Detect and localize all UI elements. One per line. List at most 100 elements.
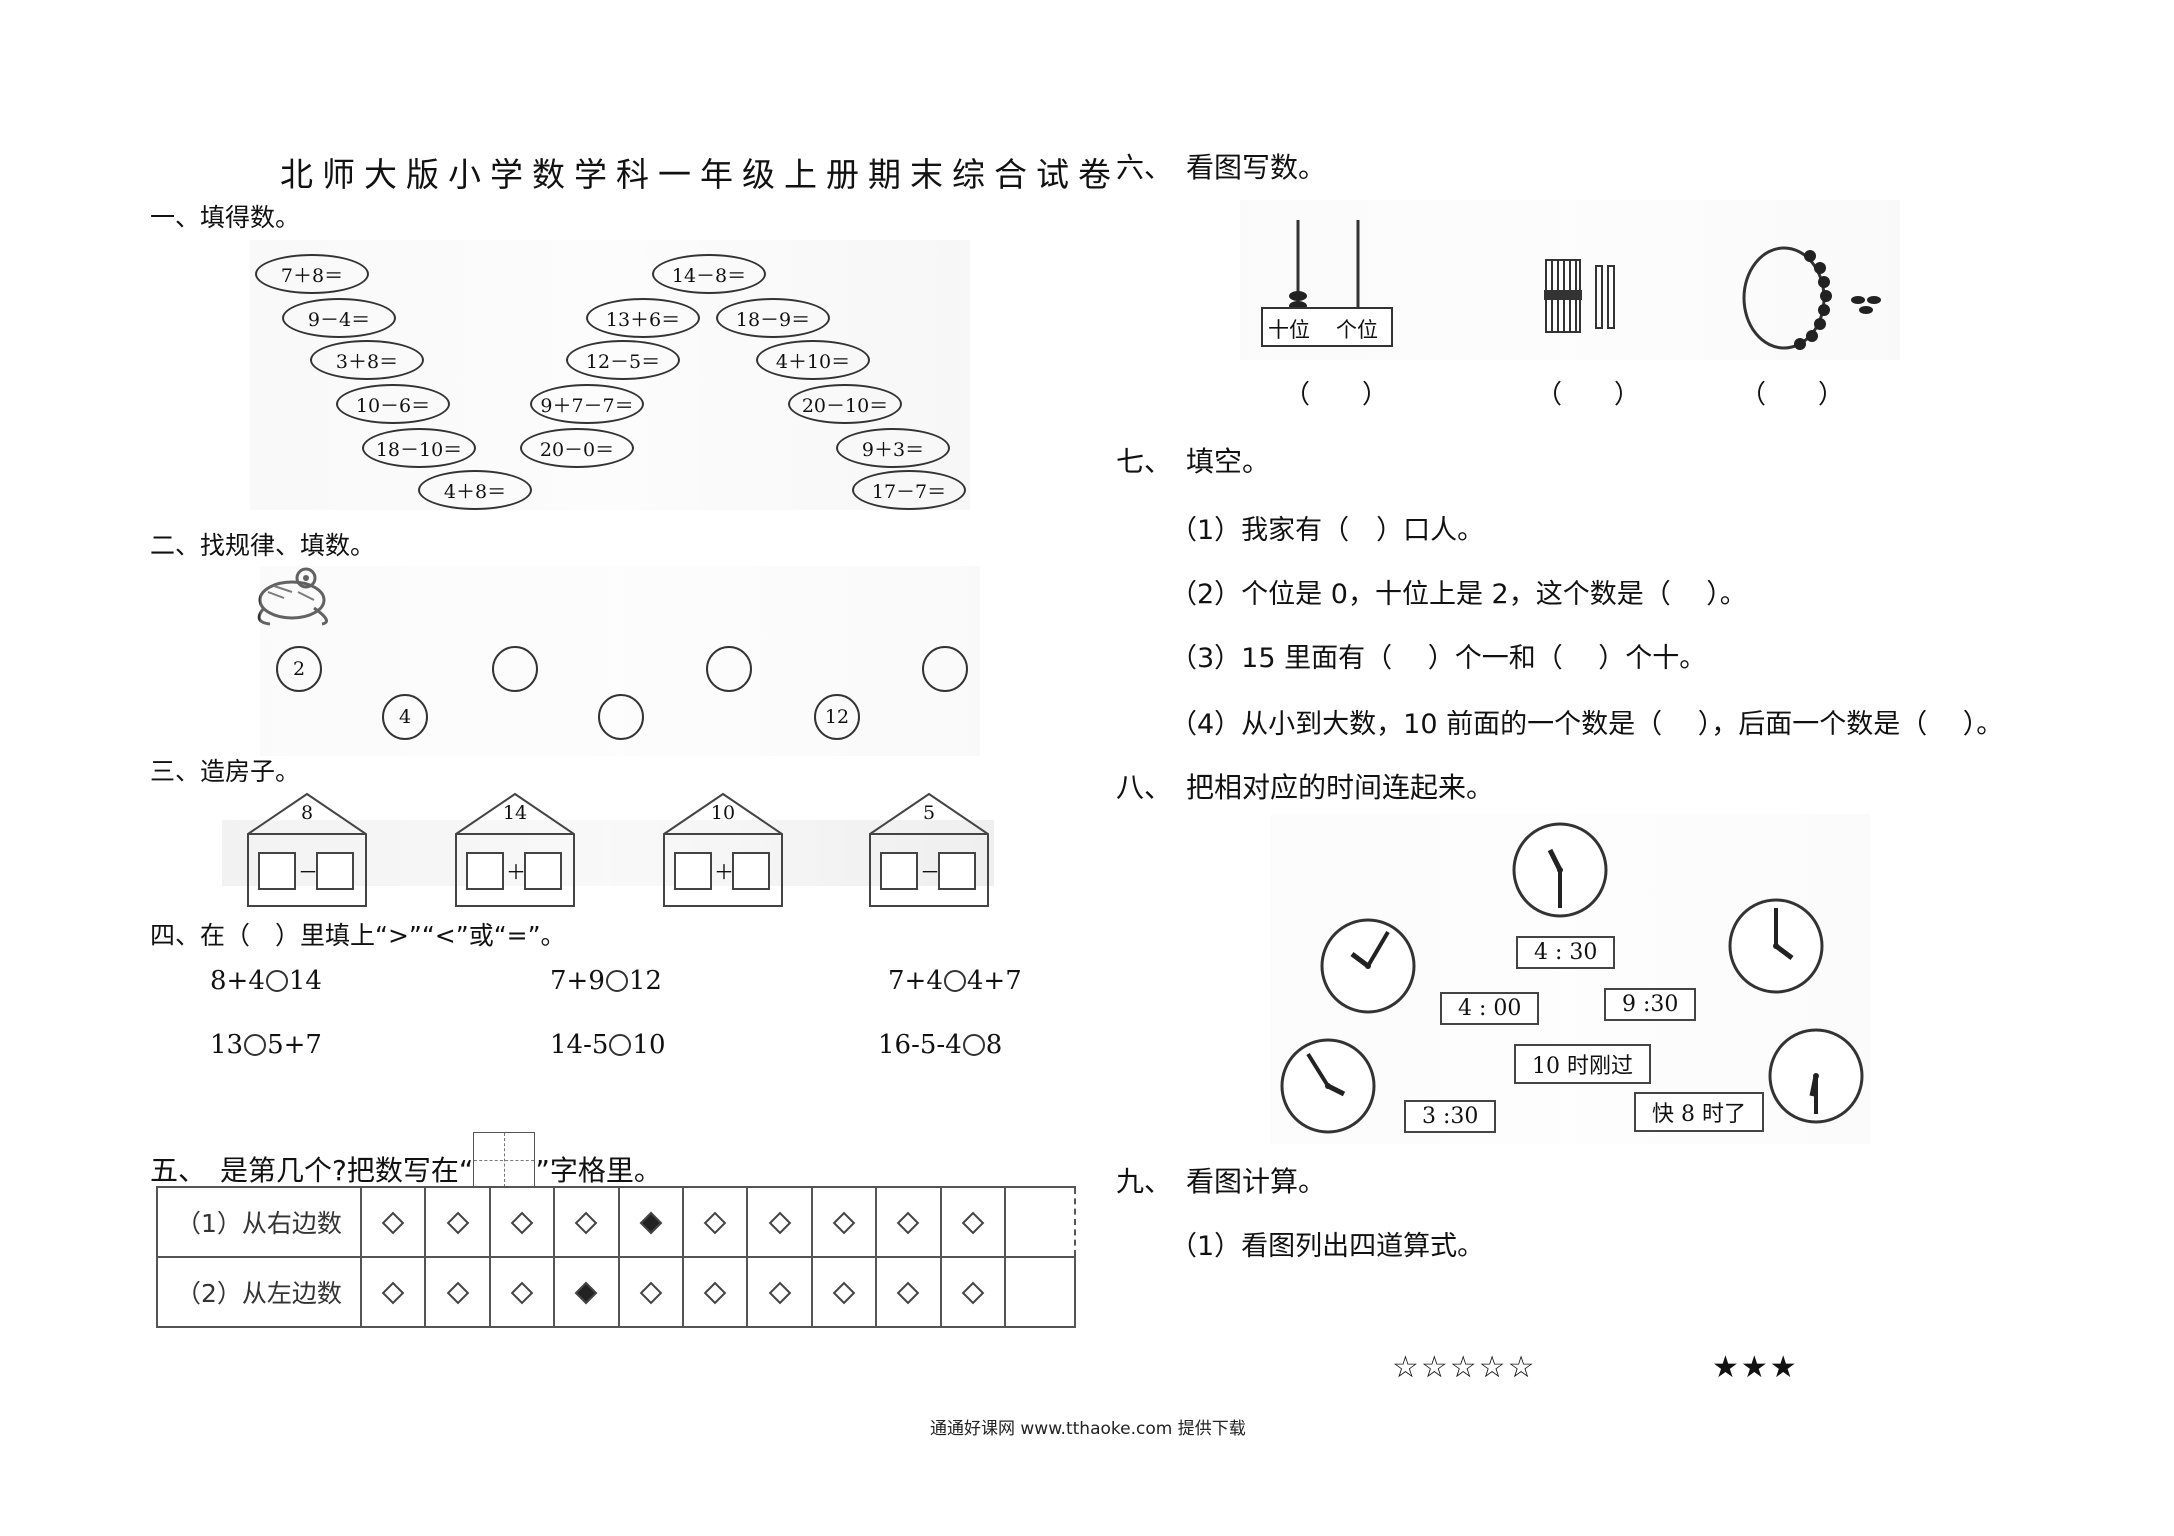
compare-circle[interactable] xyxy=(244,1034,267,1056)
compare-circle[interactable] xyxy=(943,970,966,992)
filled-diamond-icon xyxy=(639,1211,663,1234)
diamond-icon xyxy=(381,1281,405,1304)
diamond-cell xyxy=(939,1256,1007,1328)
house-number: 10 xyxy=(710,802,736,824)
answer-paren[interactable]: （ ） xyxy=(1536,380,1641,410)
time-label[interactable]: 4 : 00 xyxy=(1440,992,1540,1025)
sequence-circle[interactable] xyxy=(706,646,752,692)
house-box-right[interactable] xyxy=(524,852,562,890)
abacus-label-ones: 个位 xyxy=(1336,318,1378,342)
answer-paren[interactable]: （ ） xyxy=(1284,380,1389,410)
time-label[interactable]: 快 8 时了 xyxy=(1634,1092,1764,1132)
equation-oval[interactable]: 9－4＝ xyxy=(282,298,396,338)
sequence-circle[interactable]: 4 xyxy=(382,694,428,740)
diamond-icon xyxy=(703,1211,727,1234)
house: 8 － xyxy=(244,790,370,908)
fill-item[interactable]: （2）个位是 0，十位上是 2，这个数是（ ）。 xyxy=(1170,579,1747,610)
diamond-cell xyxy=(746,1256,813,1328)
fill-item[interactable]: （4）从小到大数，10 前面的一个数是（ ），后面一个数是（ ）。 xyxy=(1170,709,2004,740)
house-box-right[interactable] xyxy=(316,852,354,890)
answer-cell[interactable] xyxy=(1004,1186,1076,1258)
diamond-cell xyxy=(488,1186,556,1258)
equation-oval[interactable]: 20－0＝ xyxy=(520,428,634,468)
house-box-right[interactable] xyxy=(732,852,770,890)
compare-circle[interactable] xyxy=(609,1034,632,1056)
house-box-left[interactable] xyxy=(880,852,918,890)
row-label: （2）从左边数 xyxy=(156,1256,362,1328)
fill-item[interactable]: （1）我家有（ ）口人。 xyxy=(1170,515,1485,546)
time-label[interactable]: 3 :30 xyxy=(1404,1100,1497,1133)
fill-item: （1）看图列出四道算式。 xyxy=(1170,1231,1485,1262)
clock-face-icon[interactable] xyxy=(1766,1026,1866,1126)
equation-oval[interactable]: 20－10＝ xyxy=(788,384,902,424)
compare-circle[interactable] xyxy=(265,970,288,992)
compare-circle[interactable] xyxy=(605,970,628,992)
equation-oval[interactable]: 14－8＝ xyxy=(652,254,766,294)
diamond-cell xyxy=(746,1186,813,1258)
section-9-heading: 九、 看图计算。 xyxy=(1116,1165,1327,1198)
equation-oval[interactable]: 13＋6＝ xyxy=(586,298,700,338)
clock-face-icon[interactable] xyxy=(1726,896,1826,996)
house-operator: ＋ xyxy=(714,860,734,884)
house-box-left[interactable] xyxy=(674,852,712,890)
equation-oval[interactable]: 18－9＝ xyxy=(716,298,830,338)
clock-face-icon[interactable] xyxy=(1510,820,1610,920)
abacus-label-tens: 十位 xyxy=(1268,318,1310,342)
equation-oval[interactable]: 18－10＝ xyxy=(362,428,476,468)
equation-oval[interactable]: 9＋3＝ xyxy=(836,428,950,468)
house-box-left[interactable] xyxy=(466,852,504,890)
table-row: （2）从左边数 xyxy=(156,1256,1076,1328)
clock-face-icon[interactable] xyxy=(1318,916,1418,1016)
compare-circle[interactable] xyxy=(962,1034,985,1056)
clock-face-icon[interactable] xyxy=(1278,1036,1378,1136)
diamond-cell xyxy=(488,1256,556,1328)
house-box-right[interactable] xyxy=(938,852,976,890)
equation-oval[interactable]: 4＋8＝ xyxy=(418,470,532,510)
diamond-icon xyxy=(639,1281,663,1304)
beads-circle-icon xyxy=(1742,246,1881,350)
house-box-left[interactable] xyxy=(258,852,296,890)
answer-cell[interactable] xyxy=(1004,1256,1076,1328)
equation-oval[interactable]: 7＋8＝ xyxy=(255,254,369,294)
equation-oval[interactable]: 12－5＝ xyxy=(566,340,680,380)
equation-oval[interactable]: 9＋7－7＝ xyxy=(530,384,644,424)
time-label[interactable]: 9 :30 xyxy=(1604,988,1697,1021)
house-number: 8 xyxy=(300,802,314,824)
diamond-cell xyxy=(553,1186,620,1258)
diamond-cell xyxy=(875,1256,942,1328)
empty-stars: ☆☆☆☆☆ xyxy=(1392,1350,1537,1385)
sequence-circle[interactable]: 12 xyxy=(814,694,860,740)
diamond-cell xyxy=(810,1186,878,1258)
house-operator: ＋ xyxy=(506,860,526,884)
footer-text: 通通好课网 www.tthaoke.com 提供下载 xyxy=(930,1419,1246,1439)
diamond-icon xyxy=(768,1211,791,1234)
fill-item[interactable]: （3）15 里面有（ ）个一和（ ）个十。 xyxy=(1170,643,1707,674)
diamond-icon xyxy=(961,1211,985,1234)
diamond-icon xyxy=(961,1281,985,1304)
section-6-heading: 六、 看图写数。 xyxy=(1116,151,1327,184)
diamond-cell xyxy=(939,1186,1007,1258)
sequence-circle[interactable] xyxy=(492,646,538,692)
time-label[interactable]: 4 : 30 xyxy=(1516,936,1616,969)
diamond-icon xyxy=(575,1211,598,1234)
diamond-icon xyxy=(510,1211,534,1234)
section-1-heading: 一、填得数。 xyxy=(150,203,301,232)
diamond-cell xyxy=(424,1186,491,1258)
diamond-icon xyxy=(896,1211,920,1234)
sequence-circle[interactable] xyxy=(922,646,968,692)
equation-oval[interactable]: 17－7＝ xyxy=(852,470,966,510)
equation-oval[interactable]: 4＋10＝ xyxy=(756,340,870,380)
table-row: （1）从右边数 xyxy=(156,1186,1076,1258)
time-label[interactable]: 10 时刚过 xyxy=(1514,1044,1651,1084)
answer-paren[interactable]: （ ） xyxy=(1740,380,1845,410)
frog-icon xyxy=(257,567,328,626)
equation-oval[interactable]: 10－6＝ xyxy=(336,384,450,424)
sequence-circle[interactable] xyxy=(598,694,644,740)
equation-oval[interactable]: 3＋8＝ xyxy=(310,340,424,380)
diamond-icon xyxy=(510,1281,534,1304)
sequence-circle[interactable]: 2 xyxy=(276,646,322,692)
